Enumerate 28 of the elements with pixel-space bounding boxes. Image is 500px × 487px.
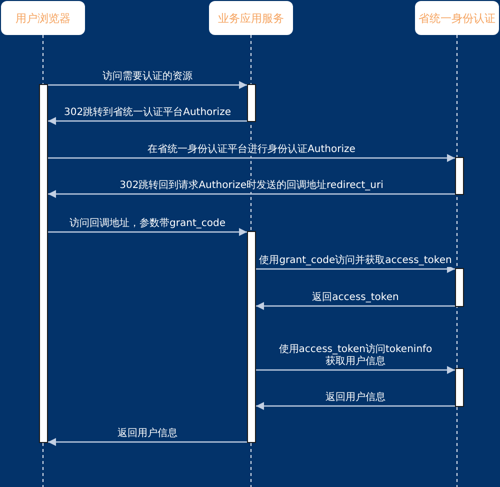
activation-bar bbox=[455, 368, 464, 407]
message-arrow bbox=[256, 366, 455, 374]
message-label: 在省统一身份认证平台进行身份认证Authorize bbox=[146, 144, 358, 156]
activation-bar bbox=[247, 231, 256, 443]
message-arrow bbox=[48, 228, 247, 236]
activation-bar bbox=[455, 268, 464, 307]
message-label: 访问需要认证的资源 bbox=[100, 71, 194, 83]
message-arrow bbox=[48, 81, 247, 89]
message-label: 返回用户信息 bbox=[324, 392, 388, 404]
participant-header: 用户浏览器 bbox=[1, 1, 85, 35]
participant-header: 业务应用服务 bbox=[209, 1, 293, 35]
participant-header: 省统一身份认证 bbox=[415, 1, 499, 35]
activation-bar bbox=[247, 84, 256, 122]
message-arrow bbox=[48, 190, 455, 198]
message-arrow bbox=[256, 402, 455, 410]
message-label: 使用grant_code访问并获取access_token bbox=[257, 255, 454, 267]
message-label: 返回用户信息 bbox=[116, 428, 180, 440]
message-label: 返回access_token bbox=[310, 292, 401, 304]
message-arrow bbox=[48, 117, 247, 125]
message-label: 302跳转回到请求Authorize时发送的回调地址redirect_uri bbox=[118, 180, 386, 192]
message-arrow bbox=[256, 302, 455, 310]
message-arrow bbox=[48, 154, 455, 162]
message-label: 302跳转到省统一认证平台Authorize bbox=[62, 107, 233, 119]
activation-bar bbox=[39, 84, 48, 443]
activation-bar bbox=[455, 157, 464, 195]
message-arrow bbox=[256, 265, 455, 273]
message-label: 访问回调地址，参数带grant_code bbox=[68, 218, 228, 230]
message-arrow bbox=[48, 438, 247, 446]
